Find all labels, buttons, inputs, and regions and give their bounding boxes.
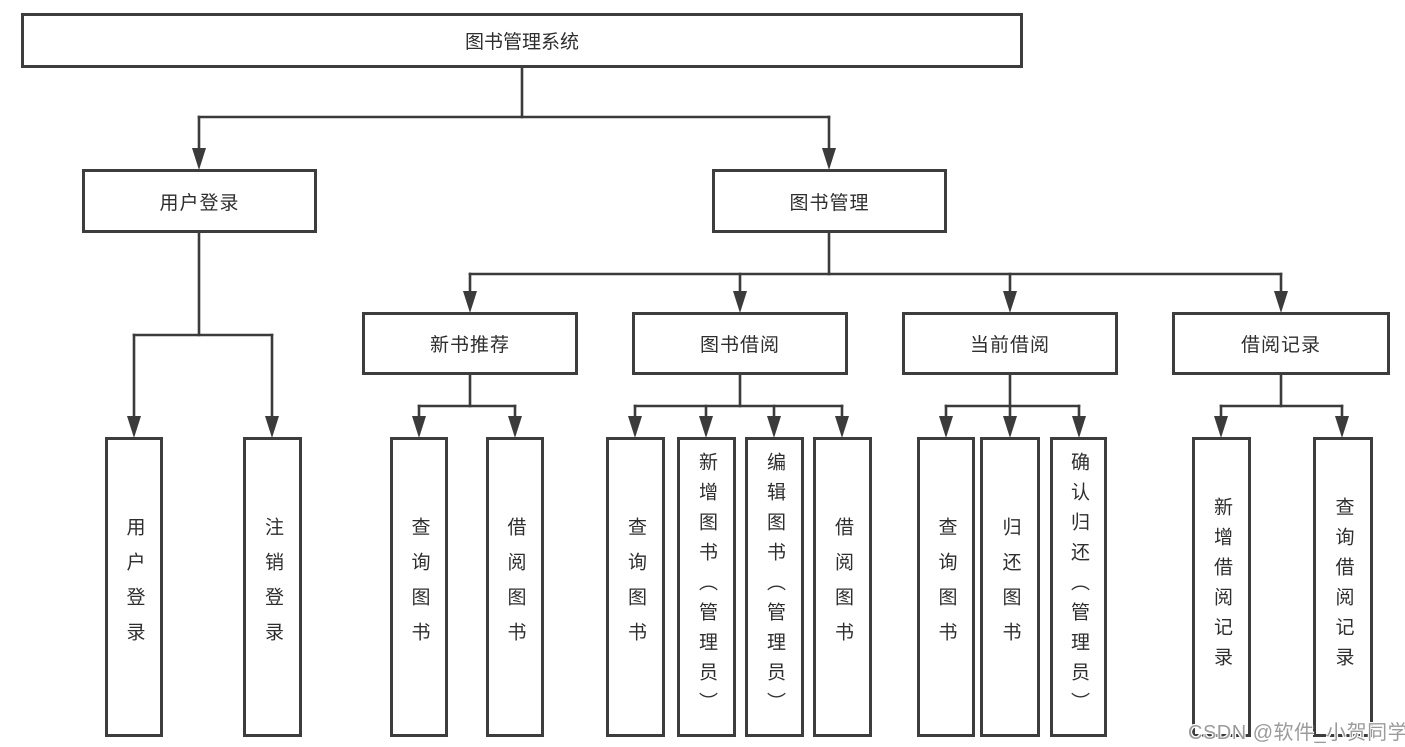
leaf-query-books-borrow-label: 查询图书 (625, 517, 646, 657)
root-node-label: 图书管理系统 (464, 32, 579, 53)
node-book-management: 图书管理 (712, 169, 947, 233)
root-node-library-system: 图书管理系统 (21, 13, 1023, 68)
node-book-borrow-label: 图书借阅 (699, 335, 780, 356)
node-user-login-label: 用户登录 (159, 192, 240, 214)
leaf-borrow-books: 借阅图书 (813, 437, 872, 737)
leaf-add-borrow-record-label: 新增借阅记录 (1211, 497, 1232, 677)
node-new-book-recommend-label: 新书推荐 (429, 335, 510, 356)
leaf-return-book: 归还图书 (980, 437, 1040, 737)
node-borrow-records-label: 借阅记录 (1240, 335, 1321, 356)
node-current-borrow: 当前借阅 (902, 312, 1118, 375)
leaf-edit-book-admin-label: 编辑图书（管理员） (764, 452, 785, 722)
leaf-return-book-label: 归还图书 (999, 517, 1021, 657)
watermark: CSDN @软件_小贺同学 (1188, 722, 1405, 744)
arrowheads (127, 148, 1349, 438)
leaf-user-login-label: 用户登录 (123, 517, 145, 657)
node-book-borrow: 图书借阅 (632, 312, 848, 375)
node-borrow-records: 借阅记录 (1172, 312, 1390, 375)
node-current-borrow-label: 当前借阅 (969, 335, 1050, 356)
leaf-query-books-borrow: 查询图书 (606, 437, 665, 737)
leaf-query-books-recommend: 查询图书 (390, 437, 448, 737)
leaf-query-books-current-label: 查询图书 (935, 517, 957, 657)
leaf-query-borrow-record-label: 查询借阅记录 (1332, 497, 1354, 677)
node-book-management-label: 图书管理 (789, 192, 870, 214)
leaf-add-book-admin: 新增图书（管理员） (677, 437, 736, 737)
leaf-confirm-return-admin-label: 确认归还（管理员） (1068, 452, 1089, 722)
leaf-user-login: 用户登录 (105, 437, 163, 737)
leaf-borrow-books-recommend: 借阅图书 (486, 437, 544, 737)
node-user-login: 用户登录 (82, 169, 317, 233)
leaf-add-book-admin-label: 新增图书（管理员） (696, 452, 717, 722)
leaf-borrow-books-recommend-label: 借阅图书 (504, 517, 526, 657)
leaf-add-borrow-record: 新增借阅记录 (1192, 437, 1251, 737)
leaf-query-borrow-record: 查询借阅记录 (1313, 437, 1373, 737)
leaf-logout-label: 注销登录 (262, 517, 283, 657)
leaf-borrow-books-label: 借阅图书 (832, 517, 853, 657)
leaf-edit-book-admin: 编辑图书（管理员） (745, 437, 804, 737)
leaf-confirm-return-admin: 确认归还（管理员） (1050, 437, 1107, 737)
leaf-logout: 注销登录 (243, 437, 302, 737)
leaf-query-books-current: 查询图书 (917, 437, 975, 737)
node-new-book-recommend: 新书推荐 (362, 312, 578, 375)
leaf-query-books-recommend-label: 查询图书 (408, 517, 430, 657)
